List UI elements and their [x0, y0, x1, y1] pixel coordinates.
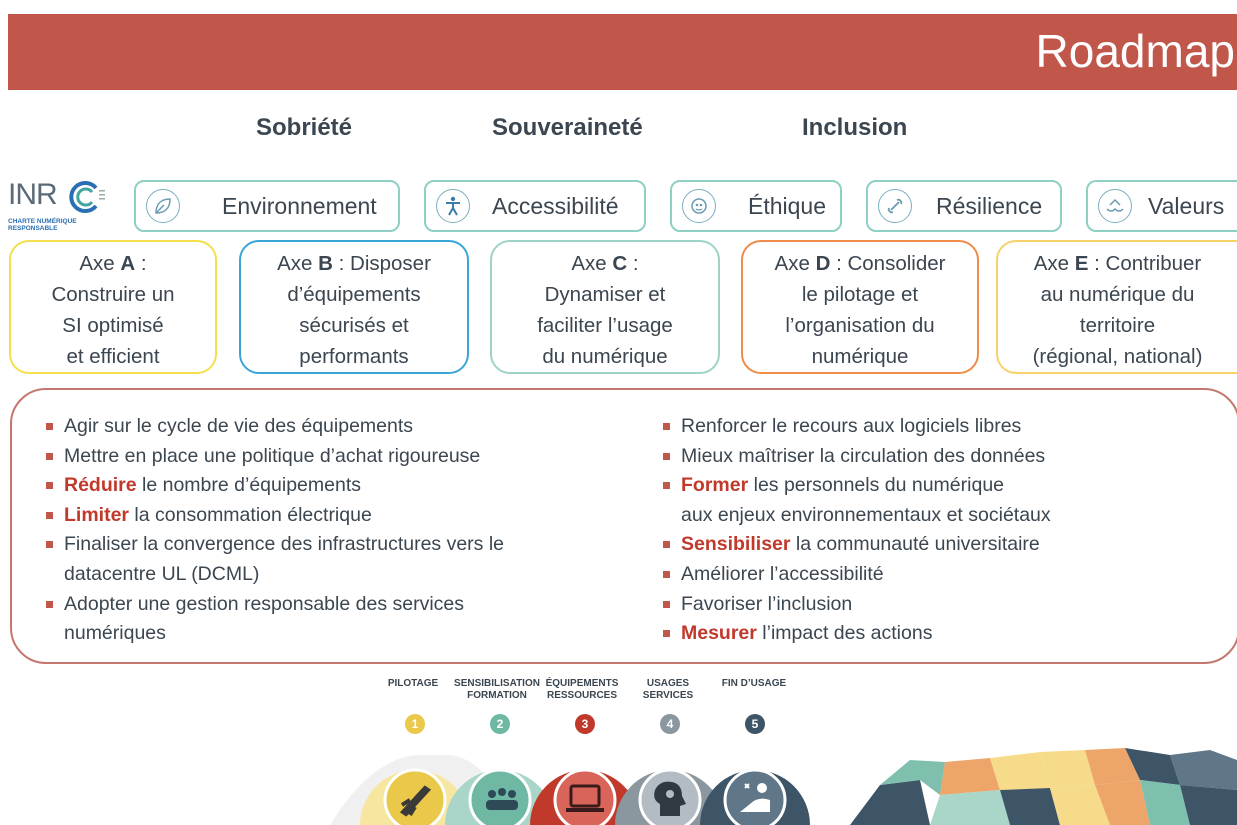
theme-label: Accessibilité [492, 192, 619, 219]
theme-ethique: Éthique [670, 180, 842, 232]
link-icon [878, 189, 912, 223]
list-item: Finaliser la convergence des infrastruct… [40, 530, 504, 560]
pillar-sobriete: Sobriété [256, 114, 353, 141]
laptop-icon [566, 784, 604, 812]
decorative-mosaic [850, 748, 1237, 825]
stage-circle-3 [553, 768, 617, 825]
axe-letter: B [318, 252, 333, 275]
list-item: Mesurer l’impact des actions [657, 619, 1051, 649]
team-icon [486, 788, 518, 810]
accessibility-icon [436, 189, 470, 223]
list-item: Mieux maîtriser la circulation des donné… [657, 442, 1051, 472]
pillar-inclusion: Inclusion [802, 114, 908, 141]
logo-subtitle-line2: RESPONSABLE [8, 225, 58, 232]
axe-d-card: Axe D : Consolider le pilotage et l’orga… [741, 240, 979, 374]
stage-number-3: 3 [575, 714, 595, 734]
pillar-souverainete: Souveraineté [492, 114, 643, 141]
axe-letter: C [612, 252, 628, 275]
ethics-icon [682, 189, 716, 223]
page-title: Roadmap [1035, 25, 1235, 77]
stage-number-4: 4 [660, 714, 680, 734]
logo-letters: INR [8, 178, 58, 211]
axe-line: Dynamiser et [544, 283, 666, 306]
theme-resilience: Résilience [866, 180, 1062, 232]
list-item: Améliorer l’accessibilité [657, 560, 1051, 590]
list-item-continuation: datacentre UL (DCML) [64, 562, 260, 585]
list-item-continuation: numériques [64, 622, 166, 645]
axe-letter: E [1074, 252, 1089, 275]
rocket-icon [399, 785, 432, 817]
lifecycle-diagram [330, 755, 810, 825]
axe-line: au numérique du [1040, 283, 1195, 306]
theme-environnement: Environnement [134, 180, 400, 232]
stage-number-1: 1 [405, 714, 425, 734]
axe-line: Construire un [51, 283, 175, 306]
theme-label: Valeurs [1148, 192, 1225, 219]
actions-left-list: Agir sur le cycle de vie des équipements… [40, 412, 504, 649]
logo-ring-icon [69, 181, 105, 213]
stage-number-5: 5 [745, 714, 765, 734]
list-item: Réduire le nombre d’équipements [40, 471, 504, 501]
list-item: Limiter la consommation électrique [40, 501, 504, 531]
axe-line: d’équipements [287, 283, 421, 306]
title-banner: Roadmap [8, 14, 1237, 90]
axe-line: faciliter l’usage [537, 314, 673, 337]
stage-label-pilotage: PILOTAGE [387, 678, 439, 689]
axe-line: et efficient [66, 345, 160, 368]
axe-line: (régional, national) [1032, 345, 1203, 368]
logo-subtitle-line1: CHARTE NUMÉRIQUE [8, 218, 77, 225]
axe-line: territoire [1079, 314, 1156, 337]
stage-circle-5 [723, 768, 787, 825]
list-item: Sensibiliser la communauté universitaire [657, 530, 1051, 560]
axe-c-card: Axe C : Dynamiser et faciliter l’usage d… [490, 240, 720, 374]
list-item-continuation: aux enjeux environnementaux et sociétaux [681, 503, 1051, 526]
axe-a-card: Axe A : Construire un SI optimisé et eff… [9, 240, 217, 374]
hands-icon [1098, 189, 1132, 223]
leaf-icon [146, 189, 180, 223]
list-item: Agir sur le cycle de vie des équipements [40, 412, 504, 442]
list-item: Former les personnels du numérique [657, 471, 1051, 501]
theme-valeurs: Valeurs [1086, 180, 1237, 232]
theme-accessibilite: Accessibilité [424, 180, 646, 232]
stage-number-2: 2 [490, 714, 510, 734]
axe-line: l’organisation du [785, 314, 935, 337]
axe-e-card: Axe E : Contribuer au numérique du terri… [996, 240, 1237, 374]
axe-line: sécurisés et [299, 314, 409, 337]
actions-panel: Agir sur le cycle de vie des équipements… [10, 388, 1237, 664]
inr-logo: INR CHARTE NUMÉRIQUE RESPONSABLE [8, 178, 118, 240]
head-gear-icon [654, 781, 686, 816]
theme-label: Environnement [222, 192, 377, 219]
axe-letter: D [815, 252, 831, 275]
axe-line: numérique [811, 345, 909, 368]
list-item: Favoriser l’inclusion [657, 590, 1051, 620]
stage-circle-2 [468, 768, 532, 825]
stage-label-fin-usage: FIN D’USAGE [721, 678, 787, 689]
axe-b-card: Axe B : Disposer d’équipements sécurisés… [239, 240, 469, 374]
axe-line: du numérique [542, 345, 668, 368]
nature-icon [740, 783, 770, 812]
list-item: Mettre en place une politique d’achat ri… [40, 442, 504, 472]
theme-label: Éthique [748, 192, 827, 219]
list-item: Adopter une gestion responsable des serv… [40, 590, 504, 620]
theme-label: Résilience [936, 192, 1043, 219]
axe-letter: A [120, 252, 136, 275]
axe-line: SI optimisé [62, 314, 164, 337]
axe-line: performants [299, 345, 409, 368]
axe-line: le pilotage et [801, 283, 919, 306]
list-item: Renforcer le recours aux logiciels libre… [657, 412, 1051, 442]
actions-right-list: Renforcer le recours aux logiciels libre… [657, 412, 1051, 649]
